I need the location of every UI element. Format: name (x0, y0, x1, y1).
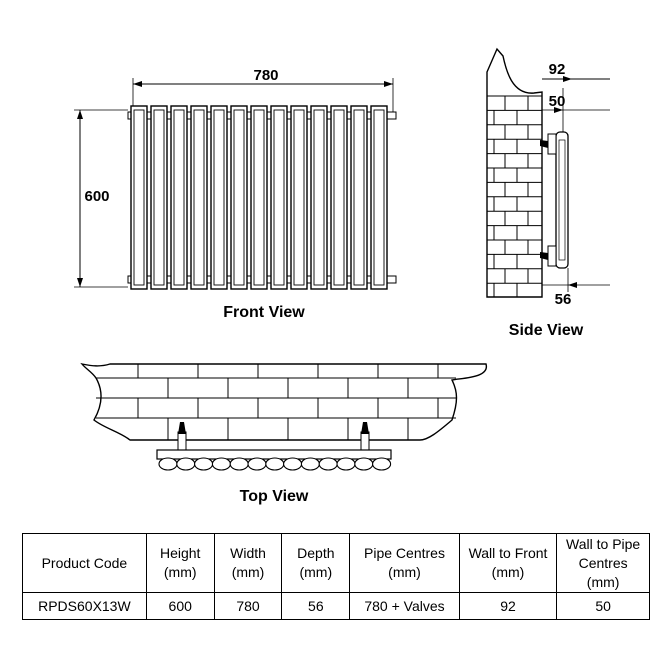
radiator-column (350, 105, 368, 290)
column-section (211, 457, 231, 471)
depth-label: 56 (555, 291, 572, 308)
right-top-bracket (360, 431, 370, 453)
column-section (247, 457, 267, 471)
height-arrow-top (77, 110, 83, 119)
side-radiator-inner (558, 139, 566, 261)
radiator-column-inner (233, 109, 245, 286)
cell-depth: 56 (281, 592, 351, 620)
wall-to-pipe-label: 50 (549, 93, 566, 110)
radiator-column-inner (293, 109, 305, 286)
top-bracket-mount (547, 133, 557, 155)
column-section (283, 457, 303, 471)
radiator-column-inner (253, 109, 265, 286)
radiator-column-inner (373, 109, 385, 286)
radiator-column (210, 105, 228, 290)
radiator-column-inner (133, 109, 145, 286)
column-section (372, 457, 392, 471)
column-section (354, 457, 374, 471)
front-view-caption: Front View (223, 304, 305, 321)
radiator-column (250, 105, 268, 290)
radiator-column (170, 105, 188, 290)
radiator-column (150, 105, 168, 290)
wall-to-front-arrow (563, 76, 572, 82)
header-pipe-centres: Pipe Centres (mm) (349, 533, 460, 593)
width-label: 780 (253, 67, 278, 84)
header-product-code: Product Code (22, 533, 147, 593)
column-section (318, 457, 338, 471)
column-section (194, 457, 214, 471)
width-arrow-right (384, 81, 393, 87)
header-wall-to-front: Wall to Front (mm) (458, 533, 558, 593)
radiator-column-inner (153, 109, 165, 286)
height-label: 600 (84, 188, 109, 205)
radiator-column-inner (173, 109, 185, 286)
cell-wall-to-front: 92 (458, 592, 558, 620)
bottom-bracket-mount (547, 245, 557, 267)
radiator-column-inner (353, 109, 365, 286)
top-view: Top View (80, 362, 487, 505)
radiator-column (230, 105, 248, 290)
column-section (176, 457, 196, 471)
top-view-columns (158, 457, 392, 471)
spec-table-row: RPDS60X13W 600 780 56 780 + Valves 92 50 (22, 592, 650, 620)
radiator-column-inner (213, 109, 225, 286)
technical-drawing: 780 600 Front View 92 (74, 47, 610, 505)
radiator-column (290, 105, 308, 290)
side-wall-bricks (487, 95, 542, 297)
cell-width: 780 (213, 592, 283, 620)
radiator-column-inner (193, 109, 205, 286)
cell-wall-to-pipe-centres: 50 (556, 592, 650, 620)
header-width: Width (mm) (213, 533, 283, 593)
radiator-columns (130, 105, 388, 290)
radiator-column (310, 105, 328, 290)
side-wall-outline (486, 47, 543, 298)
radiator-column-inner (333, 109, 345, 286)
radiator-column-inner (273, 109, 285, 286)
right-bracket-screw-icon (361, 422, 369, 434)
column-section (229, 457, 249, 471)
depth-arrow (568, 282, 577, 288)
wall-to-front-label: 92 (549, 61, 566, 78)
cell-pipe-centres: 780 + Valves (349, 592, 460, 620)
column-section (300, 457, 320, 471)
header-height: Height (mm) (145, 533, 215, 593)
wall-to-pipe-arrow (554, 107, 563, 113)
left-bracket-screw-icon (178, 422, 186, 434)
column-section (158, 457, 178, 471)
height-arrow-bottom (77, 278, 83, 287)
left-top-bracket (177, 431, 187, 453)
top-view-caption: Top View (240, 488, 309, 505)
column-section (336, 457, 356, 471)
header-wall-to-pipe-centres: Wall to Pipe Centres (mm) (556, 533, 650, 593)
width-arrow-left (133, 81, 142, 87)
front-view: 780 600 Front View (74, 67, 397, 321)
side-radiator-body (555, 131, 569, 269)
radiator-column (270, 105, 288, 290)
cell-height: 600 (145, 592, 215, 620)
side-view: 92 50 56 Side View (486, 47, 610, 339)
top-wall-bricks (96, 364, 456, 440)
header-depth: Depth (mm) (281, 533, 351, 593)
spec-table-header-row: Product Code Height (mm) Width (mm) Dept… (22, 533, 650, 593)
side-view-caption: Side View (509, 322, 584, 339)
cell-product-code: RPDS60X13W (22, 592, 147, 620)
column-section (265, 457, 285, 471)
radiator-column (190, 105, 208, 290)
radiator-column (330, 105, 348, 290)
radiator-column (130, 105, 148, 290)
spec-table: Product Code Height (mm) Width (mm) Dept… (22, 533, 650, 620)
radiator-column (370, 105, 388, 290)
radiator-column-inner (313, 109, 325, 286)
top-wall-outline (80, 362, 487, 441)
